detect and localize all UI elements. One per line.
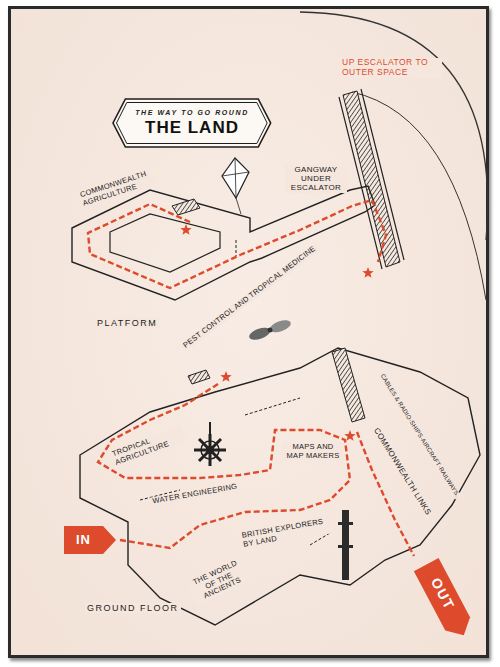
propeller-blade xyxy=(268,318,292,335)
panel-outer-frame xyxy=(113,99,271,147)
visitor-route xyxy=(88,200,386,288)
kite-string xyxy=(236,198,241,214)
escalator xyxy=(343,91,400,267)
totem-arm xyxy=(338,545,353,548)
totem-pole xyxy=(338,510,353,580)
title-text: THE LAND xyxy=(145,119,239,138)
outer-space-boundary xyxy=(300,12,488,240)
totem-arm xyxy=(338,522,353,525)
entry-arrow: IN xyxy=(64,526,116,554)
partition-wall xyxy=(245,398,300,415)
courtyard-outline xyxy=(110,214,220,272)
wheel-rim xyxy=(201,441,219,459)
arrow-body xyxy=(414,558,476,642)
stair-hatch xyxy=(172,199,200,215)
kite-spar xyxy=(222,172,249,176)
wheel-blades xyxy=(194,434,226,466)
kite-spar xyxy=(235,158,236,198)
platform-outline xyxy=(72,186,375,300)
room-label: MAPS AND MAP MAKERS xyxy=(282,443,344,460)
propeller-hub xyxy=(267,327,273,333)
panel-inner-frame xyxy=(117,103,268,144)
kite-exhibit xyxy=(222,158,249,198)
entry-label: IN xyxy=(76,533,91,547)
propeller-exhibit xyxy=(248,318,293,342)
area-label: GANGWAY UNDER ESCALATOR xyxy=(285,165,347,193)
route-star xyxy=(344,430,355,441)
partition-wall xyxy=(236,240,237,256)
title-panel: THE WAY TO GO ROUND THE LAND xyxy=(112,98,272,148)
wheel-hub xyxy=(206,446,214,454)
escalator-rail xyxy=(361,89,404,260)
route-star xyxy=(362,267,373,278)
escalator xyxy=(332,348,365,422)
ground-floor-outline xyxy=(80,348,480,625)
stair-hatch xyxy=(188,370,210,384)
floor-label: PLATFORM xyxy=(95,318,159,328)
route-star xyxy=(180,224,191,235)
destination-note: UP ESCALATOR TO OUTER SPACE xyxy=(340,58,442,78)
arrow-body xyxy=(64,526,116,554)
floor-label: GROUND FLOOR xyxy=(85,603,181,613)
route-star xyxy=(220,371,231,382)
water-wheel xyxy=(194,422,226,466)
propeller-blade xyxy=(248,325,272,342)
title-kicker: THE WAY TO GO ROUND xyxy=(135,109,249,117)
